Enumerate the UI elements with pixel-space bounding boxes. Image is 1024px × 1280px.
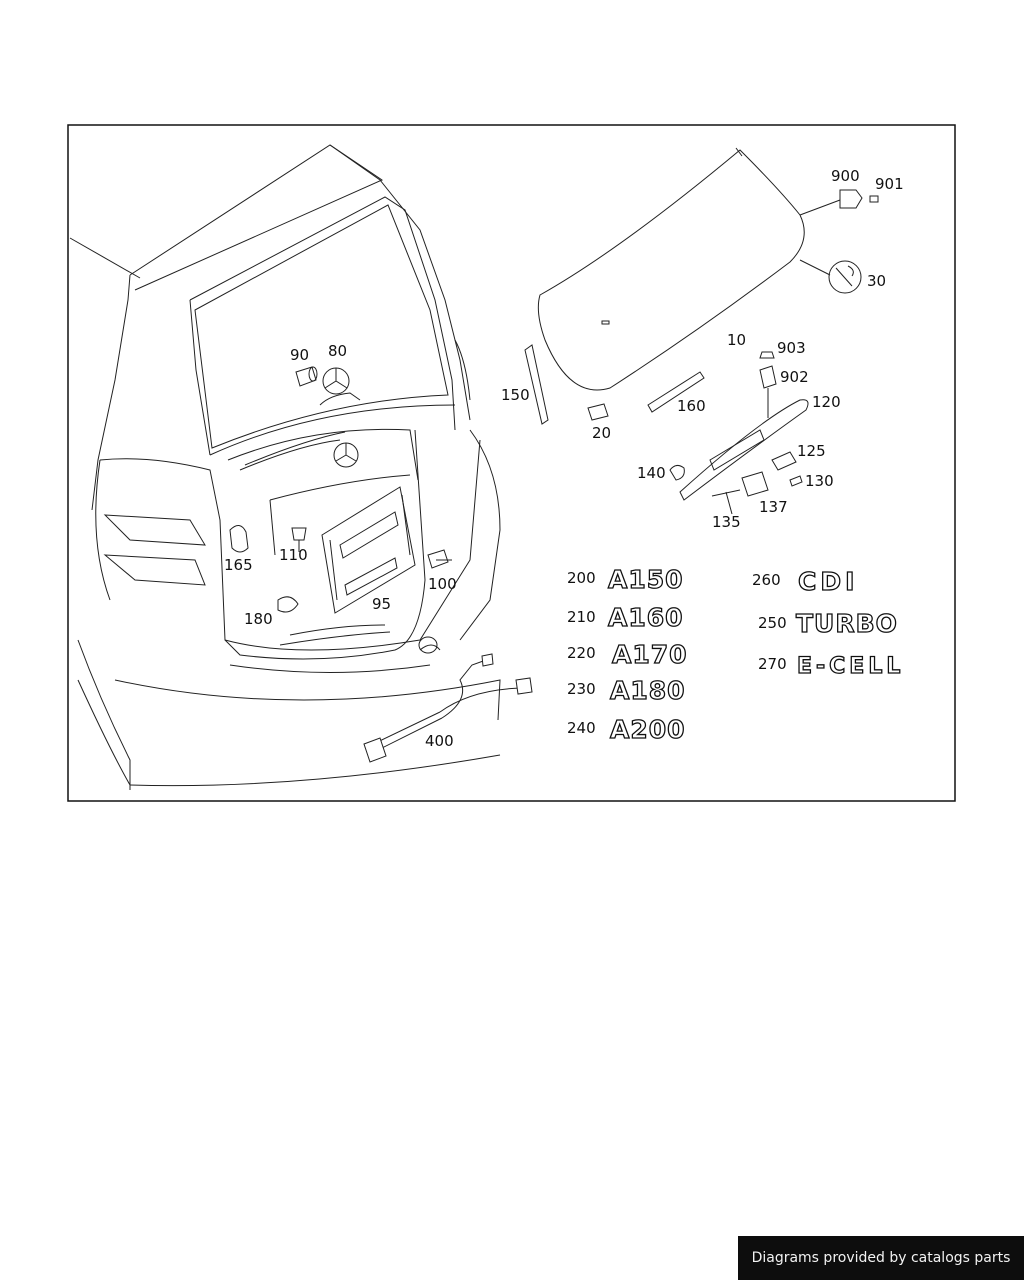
callout-900: 900 xyxy=(831,167,860,185)
callout-10: 10 xyxy=(727,331,746,349)
callout-270: 270 xyxy=(758,655,787,673)
emblem-a160: A160 xyxy=(608,603,684,632)
rear-window-glass xyxy=(537,147,805,391)
callout-137: 137 xyxy=(759,498,788,516)
callout-200: 200 xyxy=(567,569,596,587)
trim-parts xyxy=(524,344,705,425)
callout-150: 150 xyxy=(501,386,530,404)
callout-902: 902 xyxy=(780,368,809,386)
callout-80: 80 xyxy=(328,342,347,360)
emblem-a170: A170 xyxy=(612,640,688,669)
callout-160: 160 xyxy=(677,397,706,415)
callout-100: 100 xyxy=(428,575,457,593)
callout-180: 180 xyxy=(244,610,273,628)
wiring-harness xyxy=(363,653,533,763)
rear-spoiler-light xyxy=(669,351,809,515)
license-plate-bracket xyxy=(321,486,416,614)
callout-95: 95 xyxy=(372,595,391,613)
star-emblem-part xyxy=(295,366,350,395)
callout-210: 210 xyxy=(567,608,596,626)
callout-220: 220 xyxy=(567,644,596,662)
callout-140: 140 xyxy=(637,464,666,482)
callout-90: 90 xyxy=(290,346,309,364)
emblem-a200: A200 xyxy=(610,715,686,744)
callout-120: 120 xyxy=(812,393,841,411)
emblem-cdi: CDI xyxy=(798,567,858,596)
diagram-frame xyxy=(67,124,956,802)
callout-903: 903 xyxy=(777,339,806,357)
callout-labels: 10 20 30 80 90 95 100 110 120 125 130 13… xyxy=(224,167,904,750)
footer-credit: Diagrams provided by catalogs parts xyxy=(738,1236,1024,1280)
callout-165: 165 xyxy=(224,556,253,574)
emblem-a180: A180 xyxy=(610,676,686,705)
emblem-a150: A150 xyxy=(608,565,684,594)
callout-250: 250 xyxy=(758,614,787,632)
callout-20: 20 xyxy=(592,424,611,442)
callout-901: 901 xyxy=(875,175,904,193)
connector-and-tool xyxy=(799,189,879,294)
emblem-e-cell: E-CELL xyxy=(797,654,904,679)
small-fasteners xyxy=(229,525,452,613)
callout-135: 135 xyxy=(712,513,741,531)
callout-240: 240 xyxy=(567,719,596,737)
callout-110: 110 xyxy=(279,546,308,564)
emblem-turbo: TURBO xyxy=(796,609,898,638)
callout-260: 260 xyxy=(752,571,781,589)
callout-400: 400 xyxy=(425,732,454,750)
callout-125: 125 xyxy=(797,442,826,460)
callout-130: 130 xyxy=(805,472,834,490)
car-rear-body xyxy=(69,144,501,790)
model-emblems: A150 A160 A170 A180 A200 CDI TURBO E-CEL… xyxy=(607,564,904,744)
callout-30: 30 xyxy=(867,272,886,290)
callout-230: 230 xyxy=(567,680,596,698)
